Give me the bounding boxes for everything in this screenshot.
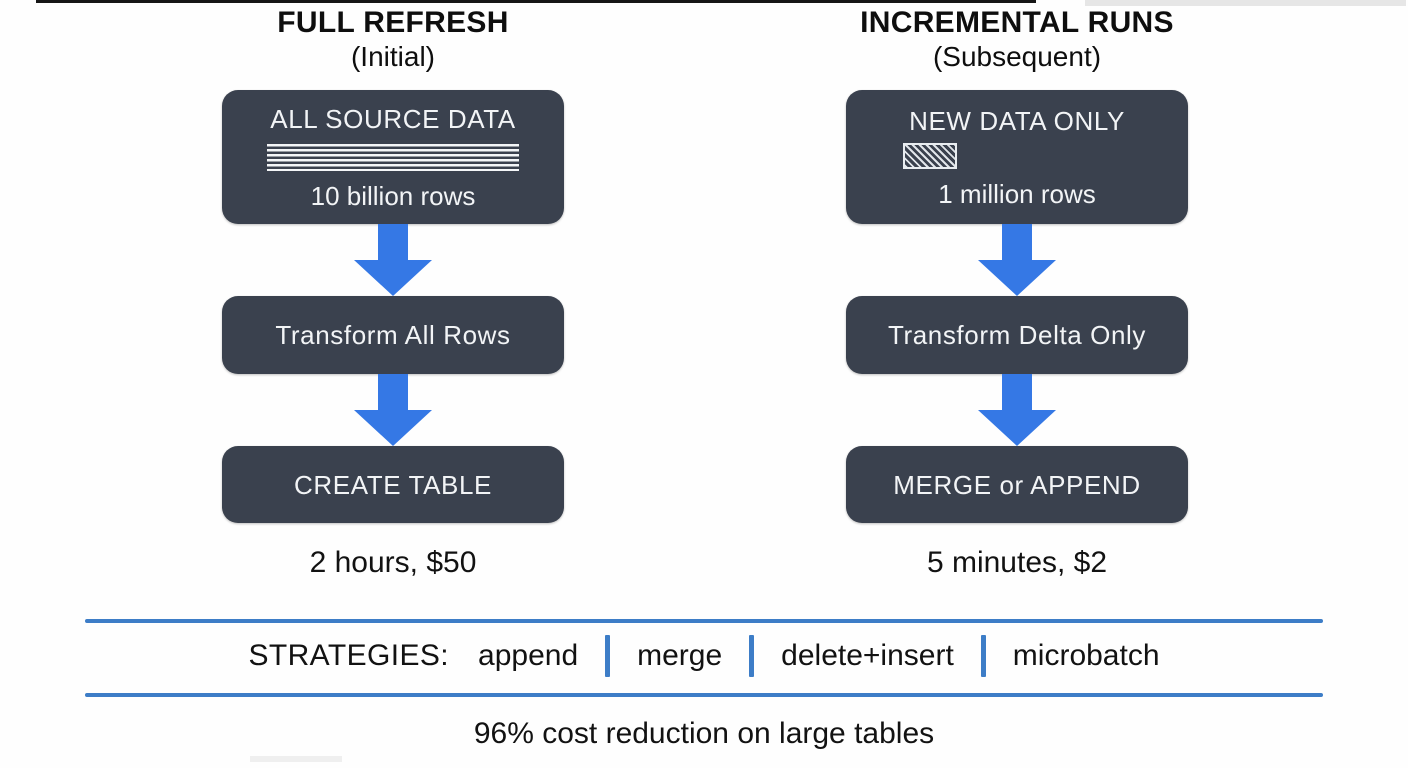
incremental-runs-subtitle: (Subsequent) (932, 41, 1102, 72)
hatched-data-chip-icon (903, 142, 957, 169)
strategy-separator (605, 635, 611, 677)
strategies-label: STRATEGIES: (248, 639, 450, 672)
transform-all-rows-box: Transform All Rows (222, 296, 564, 374)
strategies-top-rule (85, 619, 1323, 623)
full-refresh-row-count: 10 billion rows (310, 180, 476, 211)
all-source-data-label: ALL SOURCE DATA (270, 103, 516, 134)
bottom-edge-artifact (250, 756, 342, 762)
create-table-label: CREATE TABLE (294, 469, 492, 500)
strategies-bottom-rule (85, 693, 1323, 697)
arrow-shaft (378, 374, 408, 410)
arrow-head (978, 410, 1056, 446)
strategy-merge: merge (637, 639, 723, 672)
strategies-row: STRATEGIES: append merge delete+insert m… (0, 633, 1408, 679)
arrow-shaft (1002, 224, 1032, 260)
arrow-head (354, 260, 432, 296)
transform-all-rows-label: Transform All Rows (275, 320, 511, 350)
incremental-runs-title: INCREMENTAL RUNS (860, 6, 1174, 39)
incremental-cost: 5 minutes, $2 (926, 546, 1108, 579)
arrow-head (978, 260, 1056, 296)
strategy-append: append (478, 639, 579, 672)
down-arrow-icon (978, 374, 1056, 446)
incremental-runs-column: INCREMENTAL RUNS (Subsequent) NEW DATA O… (846, 0, 1188, 581)
merge-or-append-label: MERGE or APPEND (893, 469, 1141, 500)
top-edge-artifact-light (1085, 0, 1406, 6)
down-arrow-icon (354, 224, 432, 296)
full-refresh-title: FULL REFRESH (277, 6, 509, 39)
merge-or-append-box: MERGE or APPEND (846, 446, 1188, 523)
arrow-shaft (378, 224, 408, 260)
strategy-separator (749, 635, 755, 677)
cost-reduction-note: 96% cost reduction on large tables (473, 717, 935, 750)
strategy-delete-insert: delete+insert (781, 639, 954, 672)
new-data-only-label: NEW DATA ONLY (909, 105, 1125, 136)
arrow-shaft (1002, 374, 1032, 410)
full-refresh-subtitle: (Initial) (350, 41, 435, 72)
strategy-microbatch: microbatch (1012, 639, 1160, 672)
incremental-row-count: 1 million rows (938, 178, 1096, 209)
transform-delta-only-label: Transform Delta Only (887, 320, 1147, 350)
transform-delta-only-box: Transform Delta Only (846, 296, 1188, 374)
down-arrow-icon (978, 224, 1056, 296)
new-data-only-box: NEW DATA ONLY 1 million rows (846, 90, 1188, 224)
down-arrow-icon (354, 374, 432, 446)
create-table-box: CREATE TABLE (222, 446, 564, 523)
stacked-rows-icon (267, 143, 519, 171)
full-refresh-cost: 2 hours, $50 (309, 546, 477, 579)
arrow-head (354, 410, 432, 446)
strategy-separator (980, 635, 986, 677)
all-source-data-box: ALL SOURCE DATA 10 billion rows (222, 90, 564, 224)
top-edge-artifact-dark (36, 0, 1036, 3)
full-refresh-column: FULL REFRESH (Initial) ALL SOURCE DATA 1… (222, 0, 564, 581)
